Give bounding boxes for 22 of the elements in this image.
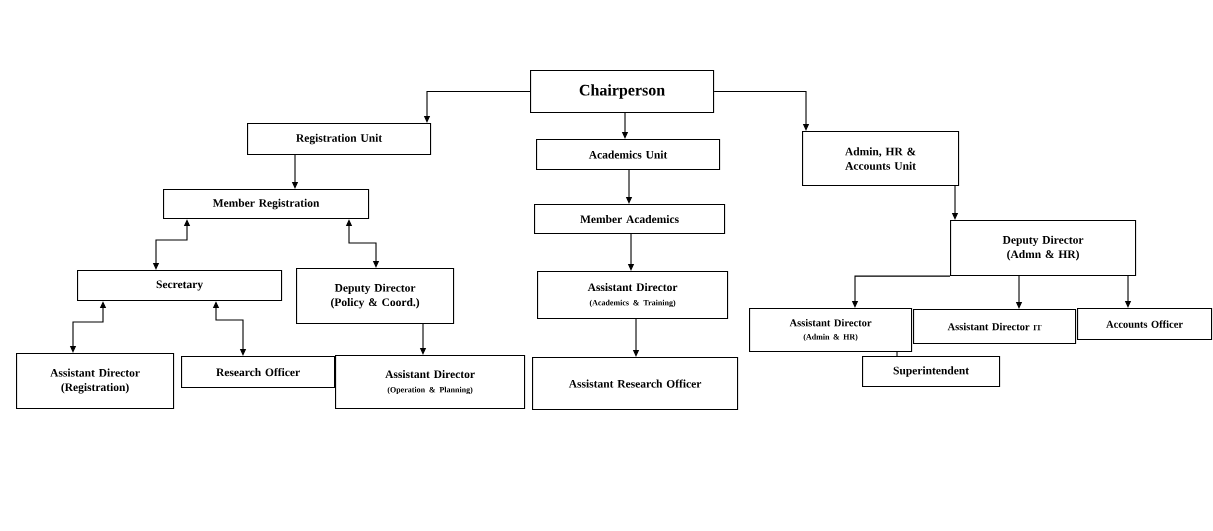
- org-box: Assistant Director (Academics & Training): [537, 271, 729, 320]
- org-box: Secretary: [77, 270, 283, 302]
- org-box: Registration Unit: [247, 123, 432, 156]
- arrow: [345, 219, 380, 268]
- arrow: [212, 301, 247, 356]
- org-box: Member Academics: [534, 204, 726, 235]
- org-box: Deputy Director (Policy & Coord.): [296, 268, 455, 325]
- org-box: Accounts Officer: [1077, 308, 1213, 341]
- org-box: Assistant Director (Registration): [16, 353, 175, 410]
- org-box: Assistant Director (Operation & Planning): [335, 355, 526, 410]
- org-box: Member Registration: [163, 189, 370, 220]
- org-box: Deputy Director (Admn & HR): [950, 220, 1137, 277]
- org-box: Admin, HR & Accounts Unit: [802, 131, 960, 187]
- org-box: Assistant Director (Admin & HR): [749, 308, 913, 353]
- connector-line: [896, 351, 898, 357]
- org-box: Chairperson: [530, 70, 715, 114]
- arrow: [713, 91, 810, 131]
- org-box: Academics Unit: [536, 139, 721, 171]
- org-box: Assistant Director IT: [913, 309, 1077, 345]
- org-box: Assistant Research Officer: [532, 357, 739, 411]
- org-box: Superintendent: [862, 356, 1001, 388]
- org-box: Research Officer: [181, 356, 336, 389]
